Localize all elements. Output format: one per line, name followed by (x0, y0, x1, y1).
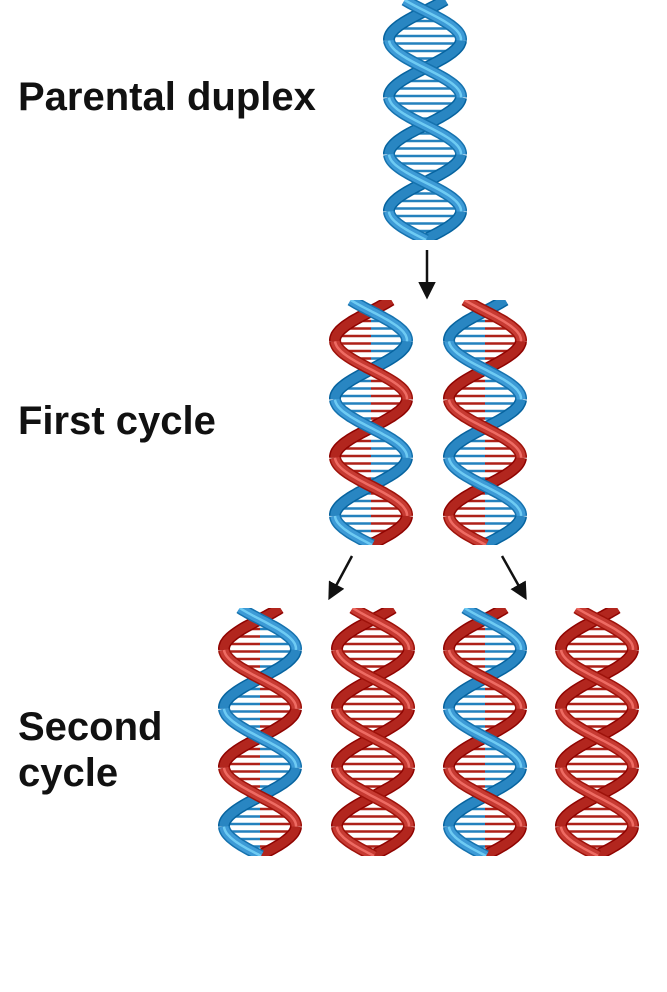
strand-b (332, 608, 396, 651)
strand-a-highlight (576, 608, 635, 650)
strand-a-highlight (352, 608, 411, 650)
strand-b-highlight (447, 649, 523, 709)
strand-a-highlight (350, 300, 409, 342)
strand-a-highlight (447, 515, 487, 545)
strand-b-highlight (335, 649, 411, 709)
strand-b (256, 826, 301, 856)
strand-b-highlight (335, 767, 411, 827)
strand-a-highlight (464, 608, 523, 650)
strand-a-highlight (239, 608, 298, 650)
strand-b (330, 300, 394, 342)
label-second-line1: Second (18, 705, 163, 749)
strand-a-highlight (404, 0, 463, 41)
strand-a-highlight (464, 300, 523, 342)
label-second-cycle: Second cycle (18, 704, 162, 796)
first-cycle-helix-1 (328, 300, 414, 545)
strand-b-highlight (447, 767, 523, 827)
strand-b (421, 210, 466, 240)
second-cycle-helix-1 (217, 608, 303, 856)
second-cycle-helix-4 (554, 608, 640, 856)
parental-duplex-helix (382, 0, 468, 240)
second-cycle-helix-2 (330, 608, 416, 856)
arrow-first-to-second-left (328, 555, 354, 601)
strand-b-highlight (222, 649, 298, 709)
strand-a-highlight (333, 515, 373, 545)
strand-b-highlight (559, 649, 635, 709)
strand-b-highlight (333, 457, 409, 516)
strand-b-highlight (387, 154, 463, 212)
label-parental-text: Parental duplex (18, 75, 316, 119)
strand-a-highlight (335, 826, 375, 856)
strand-a-highlight (559, 826, 599, 856)
arrow-first-to-second-right (500, 555, 527, 601)
strand-a-highlight (387, 97, 463, 155)
label-parental-duplex: Parental duplex (18, 74, 316, 120)
strand-b (444, 300, 508, 342)
strand-b (369, 826, 414, 856)
strand-a-highlight (387, 211, 427, 240)
strand-a-highlight (222, 826, 262, 856)
strand-b (384, 0, 448, 41)
strand-b-highlight (559, 767, 635, 827)
strand-a-highlight (447, 826, 487, 856)
strand-a-highlight (559, 708, 635, 768)
strand-b-highlight (387, 40, 463, 98)
strand-b (219, 608, 283, 651)
strand-b (481, 826, 526, 856)
strand-b (444, 608, 508, 651)
strand-a-highlight (335, 708, 411, 768)
label-first-text: First cycle (18, 399, 216, 443)
second-cycle-helix-3 (442, 608, 528, 856)
strand-a-highlight (447, 708, 523, 768)
strand-a-highlight (222, 708, 298, 768)
strand-b-highlight (333, 341, 409, 400)
strand-b (367, 515, 412, 545)
strand-a-highlight (447, 399, 523, 458)
strand-b-highlight (447, 457, 523, 516)
strand-a-highlight (333, 399, 409, 458)
label-second-line2: cycle (18, 751, 119, 795)
first-cycle-helix-2 (442, 300, 528, 545)
strand-b (593, 826, 638, 856)
strand-b (481, 515, 526, 545)
strand-b-highlight (222, 767, 298, 827)
strand-b-highlight (447, 341, 523, 400)
strand-b (556, 608, 620, 651)
label-first-cycle: First cycle (18, 398, 216, 444)
